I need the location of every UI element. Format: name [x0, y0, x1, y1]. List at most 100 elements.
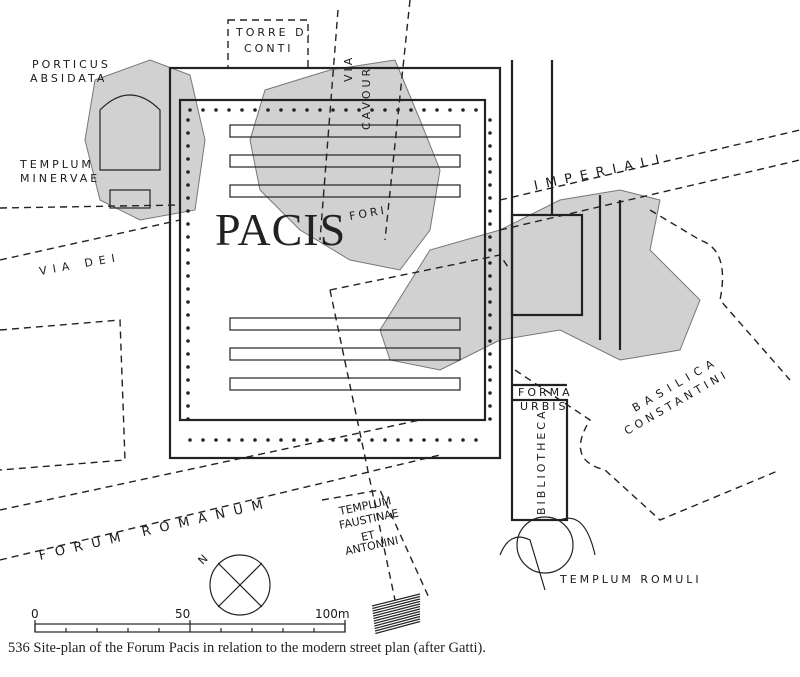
torre-conti-outline	[227, 19, 309, 69]
step-line	[375, 620, 421, 635]
column-dot	[186, 209, 190, 213]
scale-bar: 0 50 100m	[31, 607, 350, 633]
east-halls	[510, 60, 622, 522]
column-dot	[186, 287, 190, 291]
column-dot	[253, 108, 257, 112]
step-line	[374, 618, 421, 632]
column-dot	[186, 313, 190, 317]
column-dot	[396, 438, 400, 442]
label-porticus: PORTICUS	[32, 58, 111, 71]
column-dot	[383, 438, 387, 442]
scale-label-0: 0	[31, 607, 39, 621]
step-line	[373, 610, 421, 625]
column-dot	[488, 209, 492, 213]
column-dot	[488, 339, 492, 343]
column-dot	[461, 108, 465, 112]
column-dot	[186, 183, 190, 187]
column-dot	[227, 108, 231, 112]
label-bibliotheca: BIBLIOTHECA	[535, 408, 548, 515]
column-dot	[214, 108, 218, 112]
step-line	[372, 600, 421, 615]
column-dot	[488, 287, 492, 291]
column-dot	[186, 118, 190, 122]
column-dot	[383, 108, 387, 112]
column-dot	[253, 438, 257, 442]
column-dot	[344, 108, 348, 112]
label-templum-romuli: TEMPLUM ROMULI	[559, 573, 702, 586]
column-dot	[186, 196, 190, 200]
column-dot	[186, 261, 190, 265]
column-dot	[488, 118, 492, 122]
column-dot	[409, 108, 413, 112]
modern-streets	[0, 0, 800, 601]
scale-label-100: 100m	[315, 607, 350, 621]
step-line	[373, 608, 421, 622]
templum-romuli-plan	[499, 516, 596, 591]
step-line	[374, 613, 421, 627]
column-dot	[186, 339, 190, 343]
column-dot	[488, 378, 492, 382]
column-dot	[186, 391, 190, 395]
column-dot	[186, 404, 190, 408]
step-line	[371, 593, 421, 607]
step-line	[372, 595, 421, 610]
column-dot	[186, 300, 190, 304]
column-dot	[292, 438, 296, 442]
column-dot	[186, 378, 190, 382]
column-dot	[186, 235, 190, 239]
label-fori: FORI	[348, 204, 388, 223]
column-dot	[448, 438, 452, 442]
column-dot	[357, 108, 361, 112]
column-dot	[186, 352, 190, 356]
column-dot	[186, 365, 190, 369]
column-dot	[488, 313, 492, 317]
column-dot	[227, 438, 231, 442]
column-dot	[186, 417, 190, 421]
step-line	[374, 615, 421, 630]
column-dot	[305, 108, 309, 112]
column-dot	[409, 438, 413, 442]
column-dot	[488, 248, 492, 252]
step-line	[372, 598, 421, 612]
column-dot	[488, 235, 492, 239]
column-dot	[186, 248, 190, 252]
column-dot	[488, 365, 492, 369]
column-dot	[422, 438, 426, 442]
column-dot	[488, 222, 492, 226]
label-via-dei: VIA DEI	[38, 251, 121, 278]
label-urbis: URBIS	[520, 400, 568, 413]
column-dot	[488, 183, 492, 187]
column-dot	[488, 274, 492, 278]
column-dot	[186, 170, 190, 174]
label-forma: FORMA	[518, 386, 573, 399]
column-dot	[186, 157, 190, 161]
column-dot	[305, 438, 309, 442]
figure-caption: 536 Site-plan of the Forum Pacis in rela…	[8, 640, 486, 656]
column-dot	[240, 438, 244, 442]
column-dot	[279, 108, 283, 112]
step-line	[373, 603, 421, 617]
label-torre: TORRE D.	[235, 26, 313, 39]
column-dot	[186, 326, 190, 330]
column-dot	[201, 438, 205, 442]
label-absidata: ABSIDATA	[30, 72, 107, 85]
column-dot	[186, 144, 190, 148]
column-dot	[370, 438, 374, 442]
label-conti: CONTI	[244, 42, 294, 55]
label-via-cavour-2: CAVOUR	[360, 66, 373, 130]
column-dot	[188, 108, 192, 112]
scale-label-50: 50	[175, 607, 190, 621]
column-dot	[188, 438, 192, 442]
column-dot	[488, 404, 492, 408]
column-dot	[240, 108, 244, 112]
column-dot	[474, 108, 478, 112]
column-dot	[266, 438, 270, 442]
modern-block-shade-central	[249, 59, 441, 271]
label-templum-minervae-2: MINERVAE	[20, 172, 100, 185]
modern-block-shade-west	[84, 59, 206, 221]
column-dot	[488, 417, 492, 421]
label-imperiali: IMPERIALI	[533, 151, 669, 194]
column-dot	[448, 108, 452, 112]
column-dot	[435, 438, 439, 442]
